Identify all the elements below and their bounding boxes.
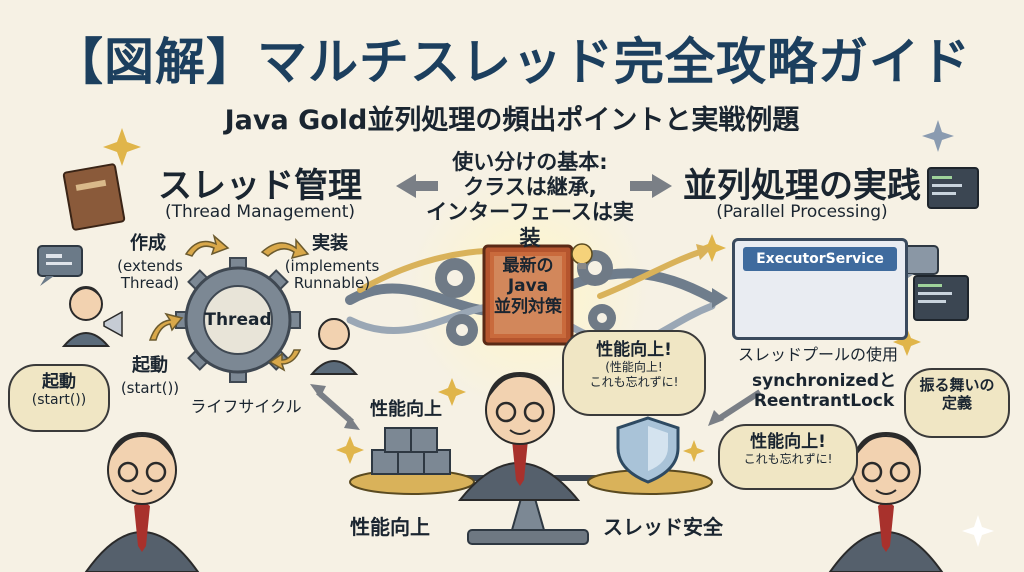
book-cover-text: 最新の Java 並列対策 (486, 256, 570, 317)
speech-bubble-center: 性能向上! (性能向上! これも忘れずに! (562, 330, 706, 416)
speech-bubble-right-top: 振る舞いの 定義 (904, 368, 1010, 438)
lifecycle-label: ライフサイクル (190, 397, 302, 416)
bubble-left-line-1: 起動 (42, 372, 76, 392)
lifecycle-to-scale-arrow (316, 389, 354, 425)
basics-line-1: 使い分けの基本: (452, 150, 608, 174)
scale-top-label: 性能向上 (370, 399, 442, 420)
heading-arrows (396, 174, 672, 198)
bubble-right-top-line-1: 振る舞いの (919, 376, 995, 394)
bubble-center-main: 性能向上! (596, 340, 672, 360)
lightbulb-icon (571, 243, 593, 269)
scale-left-label: 性能向上 (350, 515, 430, 539)
executor-service-label: ExecutorService (743, 247, 897, 271)
book-icon (62, 163, 126, 231)
character-right (828, 432, 944, 572)
chat-icon (37, 245, 83, 286)
bubble-right-sub: これも忘れずに! (743, 452, 833, 467)
basics-text: 使い分けの基本: クラスは継承, インターフェースは実装 (420, 150, 640, 251)
scale-right-label: スレッド安全 (603, 515, 723, 539)
thread-pool-label: スレッドプールの使用 (737, 345, 898, 364)
character-small-left (61, 286, 111, 347)
bubble-left-line-2: (start()) (31, 392, 87, 409)
thread-gear-label: Thread (204, 310, 272, 330)
sync-line-1: synchronizedと (751, 371, 897, 391)
book-icon (482, 244, 574, 346)
cube-stack-icon (371, 427, 451, 475)
start-label: 起動 (132, 355, 168, 376)
thread-gear (175, 257, 301, 383)
basics-line-3: インターフェースは実装 (426, 200, 634, 250)
basics-line-2: クラスは継承, (463, 175, 597, 200)
character-left (84, 432, 200, 572)
thread-management-heading: スレッド管理 (158, 166, 362, 206)
character-center (457, 372, 581, 501)
sync-line-2: ReentrantLock (753, 390, 895, 411)
character-small-mid (309, 318, 359, 375)
megaphone-icon (103, 310, 123, 338)
executor-service-box: ExecutorService (732, 238, 908, 340)
speech-bubble-right: 性能向上! これも忘れずに! (718, 424, 858, 490)
flow-arrowhead (712, 288, 728, 308)
bubble-center-sub-2: これも忘れずに! (589, 374, 679, 389)
gear-icon (435, 250, 616, 346)
thread-management-heading-en: (Thread Management) (164, 202, 356, 222)
book-line-2: Java (507, 276, 549, 297)
page-subtitle: Java Gold並列処理の頻出ポイントと実戦例題 (224, 105, 800, 136)
lifecycle-arrows (148, 233, 310, 372)
book-line-1: 最新の (502, 256, 554, 276)
book-line-3: 並列対策 (494, 296, 562, 317)
parallel-heading-en: (Parallel Processing) (716, 202, 888, 222)
start-detail: (start()) (120, 379, 180, 397)
parallel-heading: 並列処理の実践 (683, 166, 921, 206)
shield-icon (616, 416, 680, 484)
create-label: 作成 (130, 233, 166, 254)
implement-label: 実装 (312, 233, 348, 254)
sync-arrow (718, 389, 762, 421)
gold-arrowhead (696, 244, 712, 260)
terminal-icon (913, 167, 979, 321)
sync-label: synchronizedと ReentrantLock (724, 371, 924, 411)
implement-detail: (implements Runnable) (284, 257, 380, 293)
bubble-right-top-line-2: 定義 (941, 394, 972, 412)
page-title: 【図解】マルチスレッド完全攻略ガイド (53, 33, 971, 91)
speech-bubble-left: 起動 (start()) (8, 364, 110, 432)
bubble-center-sub-1: (性能向上! (605, 360, 663, 375)
create-detail: (extends Thread) (117, 257, 183, 293)
bubble-right-main: 性能向上! (750, 432, 826, 452)
